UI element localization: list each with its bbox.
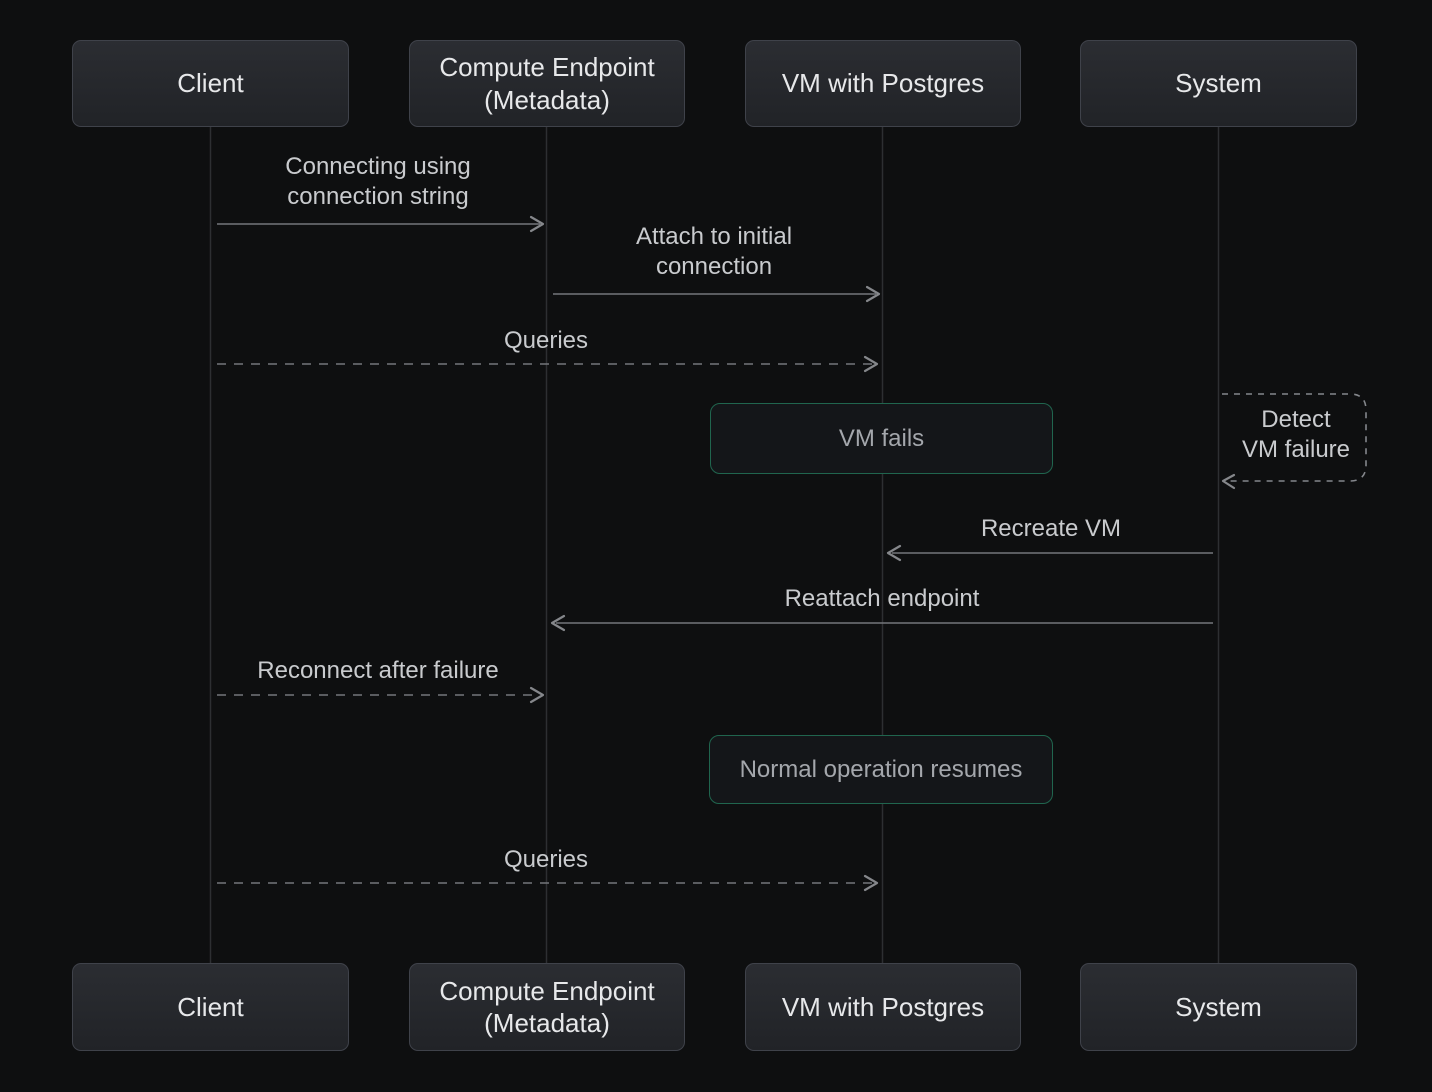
message-label-connect: Connecting using connection string (285, 153, 471, 211)
actor-bottom-vm-postgres: VM with Postgres (745, 963, 1021, 1051)
actor-bottom-system: System (1080, 963, 1357, 1051)
arrowhead-left-icon (550, 614, 566, 632)
self-message-label-detect-vm-failure: Detect VM failure (1241, 406, 1351, 464)
note-normal-operation: Normal operation resumes (709, 735, 1053, 804)
note-vm-fails: VM fails (710, 403, 1053, 474)
arrowhead-left-icon (886, 544, 902, 562)
actor-top-compute-endpoint: Compute Endpoint (Metadata) (409, 40, 685, 127)
arrowhead-right-icon (863, 355, 879, 373)
message-label-reattach: Reattach endpoint (784, 585, 980, 612)
message-label-queries2: Queries (503, 846, 589, 873)
actor-top-system: System (1080, 40, 1357, 127)
arrowhead-right-icon (529, 686, 545, 704)
message-label-queries1: Queries (503, 327, 589, 354)
actor-bottom-client: Client (72, 963, 349, 1051)
actor-top-vm-postgres: VM with Postgres (745, 40, 1021, 127)
arrowhead-right-icon (529, 215, 545, 233)
arrowhead-right-icon (863, 874, 879, 892)
actor-top-client: Client (72, 40, 349, 127)
message-label-reconnect: Reconnect after failure (257, 657, 499, 684)
arrowhead-left-icon (1221, 473, 1236, 490)
self-loop-detect (1222, 393, 1367, 482)
arrowhead-right-icon (865, 285, 881, 303)
actor-bottom-compute-endpoint: Compute Endpoint (Metadata) (409, 963, 685, 1051)
message-label-attach: Attach to initial connection (635, 223, 793, 281)
message-label-recreate: Recreate VM (980, 515, 1122, 542)
